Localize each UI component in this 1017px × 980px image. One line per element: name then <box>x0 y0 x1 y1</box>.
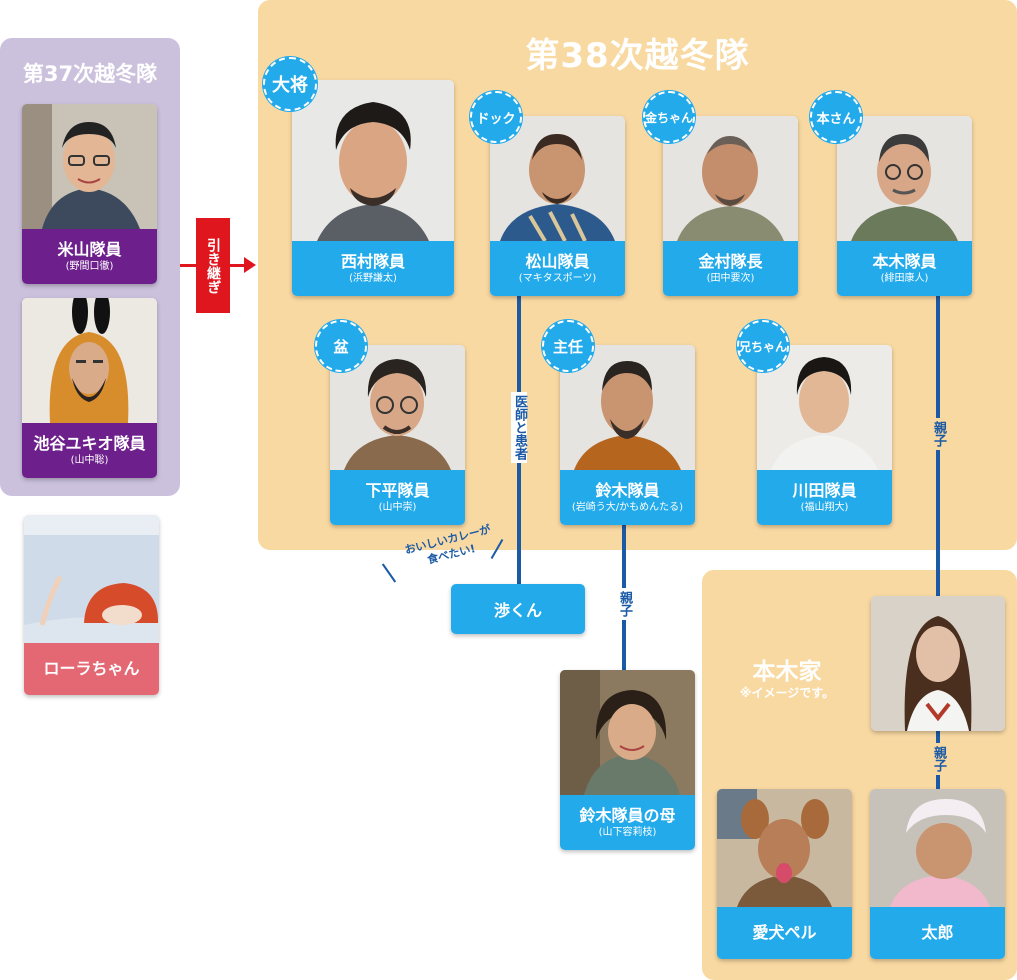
callout-tick-left <box>381 563 397 583</box>
taro-name: 太郎 <box>921 923 954 942</box>
actor-name-yoneyama: (野間口徹) <box>65 260 114 272</box>
member-card-shimohira[interactable]: 下平隊員 (山中崇) <box>330 345 465 525</box>
member-name-iketani: 池谷ユキオ隊員 <box>33 433 146 453</box>
actor-name-iketani: (山中聡) <box>70 454 109 466</box>
handover-arrow-head <box>244 257 256 273</box>
photo-motoki-son <box>871 596 1005 731</box>
photo-suzuki-mother <box>560 670 695 795</box>
member-card-yoneyama[interactable]: 米山隊員 (野間口徹) <box>22 104 157 284</box>
badge-taisho: 大将 <box>263 57 317 111</box>
badge-dock: ドック <box>470 91 522 143</box>
photo-nishimura <box>292 80 454 241</box>
motoki-son-card[interactable] <box>871 596 1005 731</box>
team37-title: 第37次越冬隊 <box>22 62 158 86</box>
handover-line-left <box>180 264 200 267</box>
member-name-kanemura: 金村隊長 <box>698 251 763 271</box>
photo-pel <box>717 789 852 907</box>
member-card-kanemura[interactable]: 金村隊長 (田中要次) <box>663 116 798 296</box>
photo-taro <box>870 789 1005 907</box>
member-card-suzuki[interactable]: 鈴木隊員 (岩崎う大/かもめんたる) <box>560 345 695 525</box>
photo-motoki <box>837 116 972 241</box>
motoki-family-title: 本木家 <box>752 659 822 685</box>
member-name-kawada: 川田隊員 <box>792 480 857 500</box>
team38-title: 第38次越冬隊 <box>525 36 750 76</box>
badge-niichan: 兄ちゃん <box>737 320 789 372</box>
suzuki-mother-actor: (山下容莉枝) <box>598 826 657 838</box>
member-name-nishimura: 西村隊員 <box>340 251 405 271</box>
actor-name-kanemura: (田中要次) <box>706 272 755 284</box>
actor-name-kawada: (福山翔大) <box>800 501 849 513</box>
member-name-motoki: 本木隊員 <box>872 251 937 271</box>
member-card-matsuyama[interactable]: 松山隊員 (マキタスポーツ) <box>490 116 625 296</box>
lola-card[interactable]: ローラちゃん <box>24 515 159 695</box>
member-name-suzuki: 鈴木隊員 <box>595 480 660 500</box>
member-card-nishimura[interactable]: 西村隊員 (浜野謙太) <box>292 80 454 296</box>
taro-card[interactable]: 太郎 <box>870 789 1005 959</box>
badge-motosan: 本さん <box>810 91 862 143</box>
lola-name: ローラちゃん <box>43 659 140 678</box>
handover-label: 引き継ぎ <box>196 218 230 313</box>
handover-line-right <box>226 264 246 267</box>
doctor-patient-label: 医師と患者 <box>511 392 527 463</box>
actor-name-motoki: (緋田康人) <box>880 272 929 284</box>
motoki-parent-child-label: 親子 <box>930 418 946 450</box>
pet-pel-name: 愛犬ペル <box>752 923 817 942</box>
son-taro-parent-child-label: 親子 <box>930 743 946 775</box>
member-card-kawada[interactable]: 川田隊員 (福山翔大) <box>757 345 892 525</box>
badge-kinchan: 金ちゃん <box>643 91 695 143</box>
suzuki-parent-child-label: 親子 <box>616 588 632 620</box>
suzuki-mother-name: 鈴木隊員の母 <box>579 805 676 825</box>
member-card-iketani[interactable]: 池谷ユキオ隊員 (山中聡) <box>22 298 157 478</box>
actor-name-shimohira: (山中崇) <box>378 501 417 513</box>
pet-pel-card[interactable]: 愛犬ペル <box>717 789 852 959</box>
photo-lola <box>24 515 159 643</box>
actor-name-suzuki: (岩崎う大/かもめんたる) <box>571 501 684 513</box>
member-name-matsuyama: 松山隊員 <box>525 251 590 271</box>
badge-bon: 盆 <box>315 320 367 372</box>
actor-name-nishimura: (浜野謙太) <box>349 272 397 284</box>
member-card-motoki[interactable]: 本木隊員 (緋田康人) <box>837 116 972 296</box>
motoki-family-note: ※イメージです。 <box>739 686 835 700</box>
photo-shimohira <box>330 345 465 470</box>
actor-name-matsuyama: (マキタスポーツ) <box>518 272 597 284</box>
badge-shunin: 主任 <box>542 320 594 372</box>
wataru-box[interactable]: 渉くん <box>451 584 585 634</box>
photo-iketani <box>22 298 157 423</box>
photo-yoneyama <box>22 104 157 229</box>
member-name-shimohira: 下平隊員 <box>365 480 430 500</box>
suzuki-mother-card[interactable]: 鈴木隊員の母 (山下容莉枝) <box>560 670 695 850</box>
member-name-yoneyama: 米山隊員 <box>57 239 122 259</box>
